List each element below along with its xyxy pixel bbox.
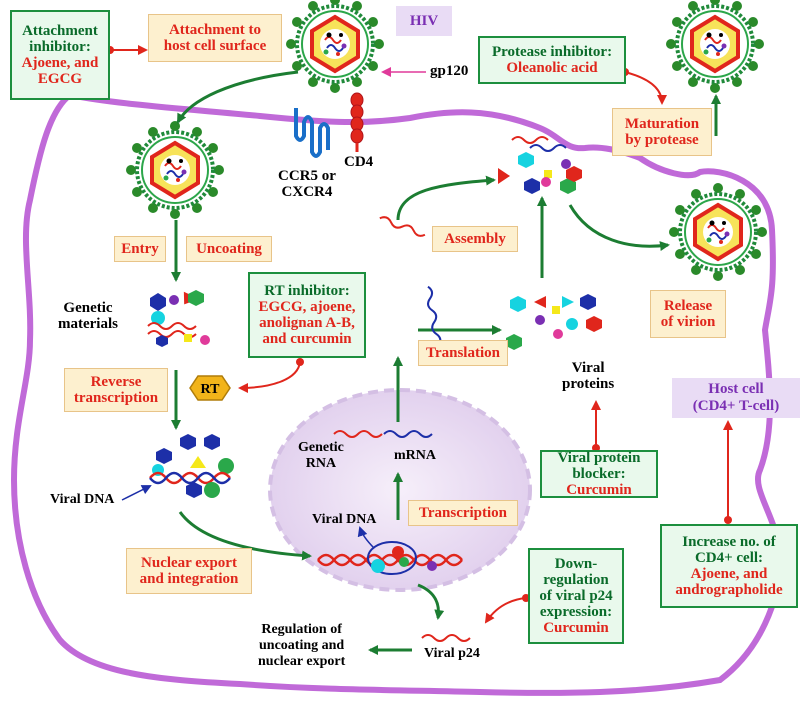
gp120-label: gp120 [430,63,469,79]
regulation-line2: uncoating and [259,638,345,653]
reverse-transcription-line2: transcription [73,390,159,406]
p24-downregulation-line4: expression: [539,604,613,620]
hiv-virion-top [284,0,386,95]
reverse-transcription-step-box: Reverse transcription [64,368,168,412]
protease-inhibitor-box: Protease inhibitor: Oleanolic acid [478,36,626,84]
rt-enzyme-badge [189,375,231,401]
genetic-materials-label: Genetic materials [58,300,118,332]
rt-inhibitor-line2: EGCG, ajoene, [258,299,356,315]
transcription-step-box: Transcription [408,500,518,526]
cd4-increase-line2: CD4+ cell: [694,550,764,566]
assembly-cluster [498,136,582,194]
uncoating-step-box: Uncoating [186,236,272,262]
viral-protein-blocker-agent: Curcumin [566,482,632,498]
rt-badge-label: RT [201,382,221,397]
viral-protein-blocker-line1: Viral protein [557,450,641,466]
p24-downregulation-line5: Curcumin [543,620,609,636]
attachment-inhibitor-line2: inhibitor: [29,39,91,55]
cd4-increase-line4: andrographolide [675,582,783,598]
rt-inhibitor-box: RT inhibitor: EGCG, ajoene, anolignan A-… [248,272,366,358]
attachment-inhibitor-box: Attachment inhibitor: Ajoene, and EGCG [10,10,110,100]
cd4-increase-line3: Ajoene, and [690,566,768,582]
hiv-label-text: HIV [409,12,439,29]
release-step-line1: Release [663,298,713,314]
release-step-box: Release of virion [650,290,726,338]
nuclear-export-step-box: Nuclear export and integration [126,548,252,594]
host-cell-line2: (CD4+ T-cell) [692,398,780,414]
host-cell-line1: Host cell [708,381,764,397]
hiv-virion-released [667,181,769,283]
maturation-step-box: Maturation by protease [612,108,712,156]
genetic-rna-line2: RNA [305,456,337,471]
viral-proteins-line1: Viral [571,360,605,376]
p24-downregulation-line2: regulation [543,572,609,588]
cd4-increase-box: Increase no. of CD4+ cell: Ajoene, and a… [660,524,798,608]
attachment-step-line1: Attachment to [168,22,262,38]
entry-step-box: Entry [114,236,166,262]
attachment-step-box: Attachment to host cell surface [148,14,282,62]
regulation-line3: nuclear export [258,654,346,669]
cd4-receptor [350,92,364,152]
cd4-increase-line1: Increase no. of [682,534,776,550]
mrna-label: mRNA [394,448,436,463]
assembly-step-box: Assembly [432,226,518,252]
viral-protein-blocker-box: Viral protein blocker: Curcumin [540,450,658,498]
translation-step-box: Translation [418,340,508,366]
release-step-line2: of virion [660,314,716,330]
genetic-rna-label: Genetic RNA [298,440,344,472]
assembly-step-label: Assembly [444,231,506,247]
hiv-virion-mature [664,0,766,95]
genetic-materials-cluster [147,290,210,347]
rt-inhibitor-line1: RT inhibitor: [264,283,350,299]
host-cell-label: Host cell (CD4+ T-cell) [672,378,800,418]
viral-protein-blocker-prefix: blocker: [572,466,626,482]
regulation-line1: Regulation of [261,622,342,637]
entry-step-label: Entry [121,241,159,257]
viral-proteins-label: Viral proteins [562,360,614,392]
attachment-inhibitor-line1: Attachment [22,23,98,39]
maturation-step-line1: Maturation [624,116,700,132]
nucleus [268,388,532,592]
rt-inhibitor-line3: anolignan A-B, [259,315,355,331]
viral-dna-left-label: Viral DNA [50,492,115,507]
nuclear-export-line1: Nuclear export [141,555,237,571]
p24-downregulation-box: Down- regulation of viral p24 expression… [528,548,624,644]
p24-downregulation-line1: Down- [554,556,598,572]
viral-p24-label: Viral p24 [424,646,480,661]
attachment-step-line2: host cell surface [163,38,267,54]
maturation-step-line2: by protease [625,132,699,148]
viral-dna-nucleus-label: Viral DNA [312,512,377,527]
integrated-dna [317,541,463,575]
ccr5-label: CCR5 or CXCR4 [278,168,336,200]
uncoating-step-label: Uncoating [196,241,262,257]
rt-inhibitor-line4: and curcumin [262,331,352,347]
attachment-inhibitor-line4: EGCG [37,71,83,87]
genetic-materials-line2: materials [58,316,118,332]
genetic-rna-line1: Genetic [298,440,344,455]
ccr5-label-line1: CCR5 or [278,168,336,184]
ccr5-cxcr4-receptor [294,108,330,158]
transcription-step-label: Transcription [418,505,508,521]
cd4-label: CD4 [344,154,374,170]
hiv-label: HIV [396,6,452,36]
hiv-virion-entry [124,119,226,221]
attachment-inhibitor-line3: Ajoene, and [21,55,99,71]
viral-p24-strand [421,634,471,642]
viral-proteins-cluster [506,294,602,350]
viral-proteins-line2: proteins [562,376,615,392]
protease-inhibitor-line1: Protease inhibitor: [491,44,613,60]
viral-protein-blocker-line2: blocker: Curcumin [542,466,656,498]
protease-inhibitor-line2: Oleanolic acid [506,60,598,76]
translation-step-label: Translation [426,345,500,361]
regulation-label: Regulation of uncoating and nuclear expo… [258,622,345,670]
p24-downregulation-line3: of viral p24 [539,588,613,604]
genetic-materials-line1: Genetic [63,300,113,316]
ccr5-label-line2: CXCR4 [281,184,333,200]
viral-dna-cluster [149,434,234,498]
nuclear-export-line2: and integration [139,571,239,587]
reverse-transcription-line1: Reverse [90,374,142,390]
